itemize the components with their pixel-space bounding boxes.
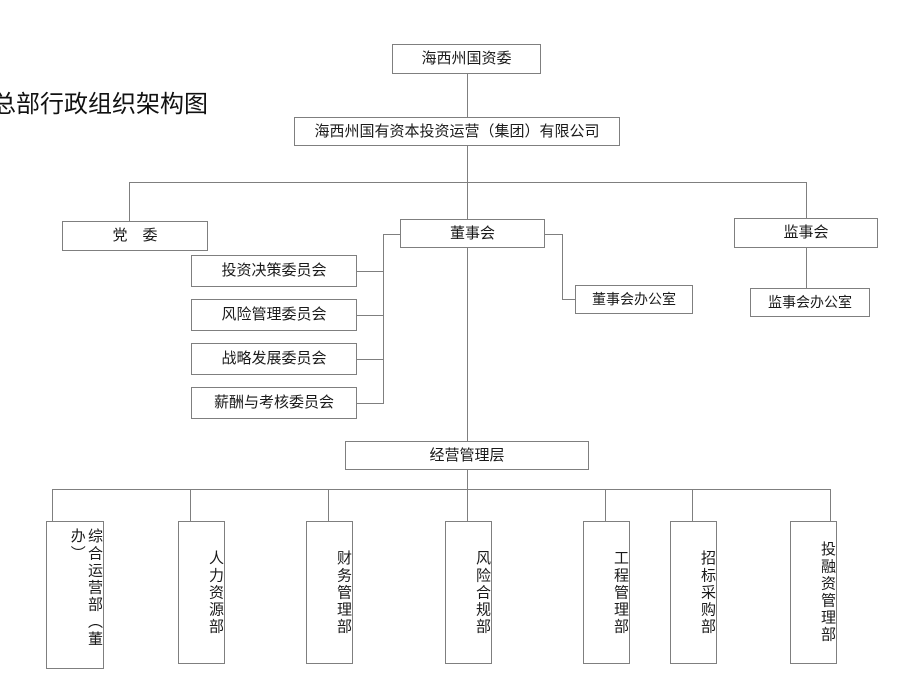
connector-bus-to-dept-1 bbox=[52, 489, 53, 521]
page-title: 总部行政组织架构图 bbox=[0, 92, 208, 118]
connector-board-to-office-v bbox=[562, 234, 563, 299]
connector-committee-1 bbox=[357, 271, 384, 272]
connector-supervisors-to-office bbox=[806, 248, 807, 288]
node-group-company[interactable]: 海西州国有资本投资运营（集团）有限公司 bbox=[294, 117, 620, 146]
node-board-of-directors[interactable]: 董事会 bbox=[400, 219, 545, 248]
connector-bus-to-dept-3 bbox=[328, 489, 329, 521]
connector-bus-to-supervisors bbox=[806, 182, 807, 218]
connector-committee-bus-to-board bbox=[383, 234, 401, 235]
connector-bus-to-dept-5 bbox=[605, 489, 606, 521]
node-dept-comprehensive-operations[interactable]: 综合运营部（董办） bbox=[46, 521, 104, 669]
node-committee-strategy[interactable]: 战略发展委员会 bbox=[191, 343, 357, 375]
connector-committee-4 bbox=[357, 403, 384, 404]
department-bus bbox=[52, 489, 831, 490]
connector-bus-to-dept-2 bbox=[190, 489, 191, 521]
node-dept-investment-financing[interactable]: 投融资管理部 bbox=[790, 521, 837, 664]
node-committee-investment[interactable]: 投资决策委员会 bbox=[191, 255, 357, 287]
connector-management-down bbox=[467, 470, 468, 489]
node-party-committee[interactable]: 党 委 bbox=[62, 221, 208, 251]
connector-board-to-office-h2 bbox=[562, 299, 576, 300]
node-supervisor-office[interactable]: 监事会办公室 bbox=[750, 288, 870, 317]
node-management-layer[interactable]: 经营管理层 bbox=[345, 441, 589, 470]
node-sasac[interactable]: 海西州国资委 bbox=[392, 44, 541, 74]
node-dept-human-resources[interactable]: 人力资源部 bbox=[178, 521, 225, 664]
connector-bus-to-dept-4 bbox=[467, 489, 468, 521]
connector-committee-2 bbox=[357, 315, 384, 316]
node-dept-engineering[interactable]: 工程管理部 bbox=[583, 521, 630, 664]
committee-bus bbox=[383, 234, 384, 404]
connector-bus-to-dept-7 bbox=[830, 489, 831, 521]
node-committee-risk[interactable]: 风险管理委员会 bbox=[191, 299, 357, 331]
node-committee-compensation[interactable]: 薪酬与考核委员会 bbox=[191, 387, 357, 419]
connector-board-to-office-h1 bbox=[545, 234, 563, 235]
governance-bus bbox=[129, 182, 807, 183]
node-dept-finance[interactable]: 财务管理部 bbox=[306, 521, 353, 664]
connector-sasac-to-group bbox=[467, 74, 468, 117]
node-board-office[interactable]: 董事会办公室 bbox=[575, 285, 693, 314]
connector-bus-to-dept-6 bbox=[692, 489, 693, 521]
connector-bus-to-board bbox=[467, 182, 468, 219]
node-dept-procurement[interactable]: 招标采购部 bbox=[670, 521, 717, 664]
connector-board-to-management bbox=[467, 248, 468, 441]
connector-committee-3 bbox=[357, 359, 384, 360]
connector-group-down bbox=[467, 146, 468, 182]
connector-bus-to-party bbox=[129, 182, 130, 221]
node-board-of-supervisors[interactable]: 监事会 bbox=[734, 218, 878, 248]
node-dept-risk-compliance[interactable]: 风险合规部 bbox=[445, 521, 492, 664]
